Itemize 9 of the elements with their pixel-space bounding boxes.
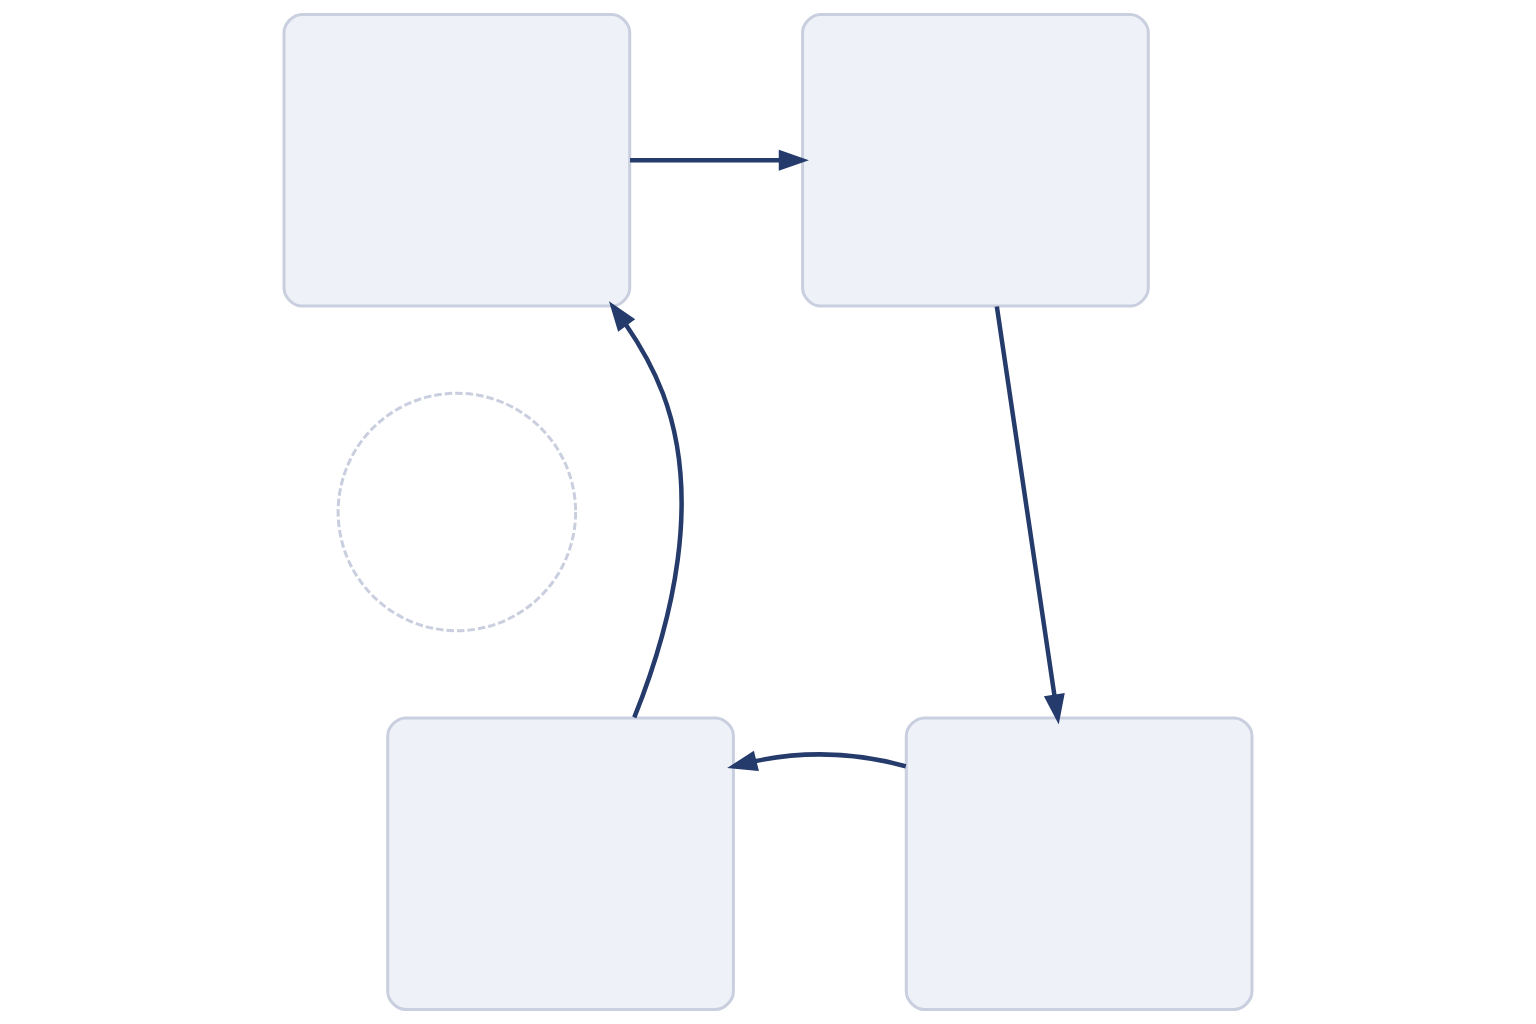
node-box	[801, 12, 1150, 308]
arrow	[994, 306, 1065, 725]
node-box	[904, 716, 1254, 1012]
node-box	[386, 716, 735, 1012]
arrow	[630, 149, 809, 171]
arrow	[608, 301, 684, 719]
arrow	[727, 750, 907, 772]
node-box	[282, 12, 632, 308]
node-circle	[336, 391, 578, 633]
